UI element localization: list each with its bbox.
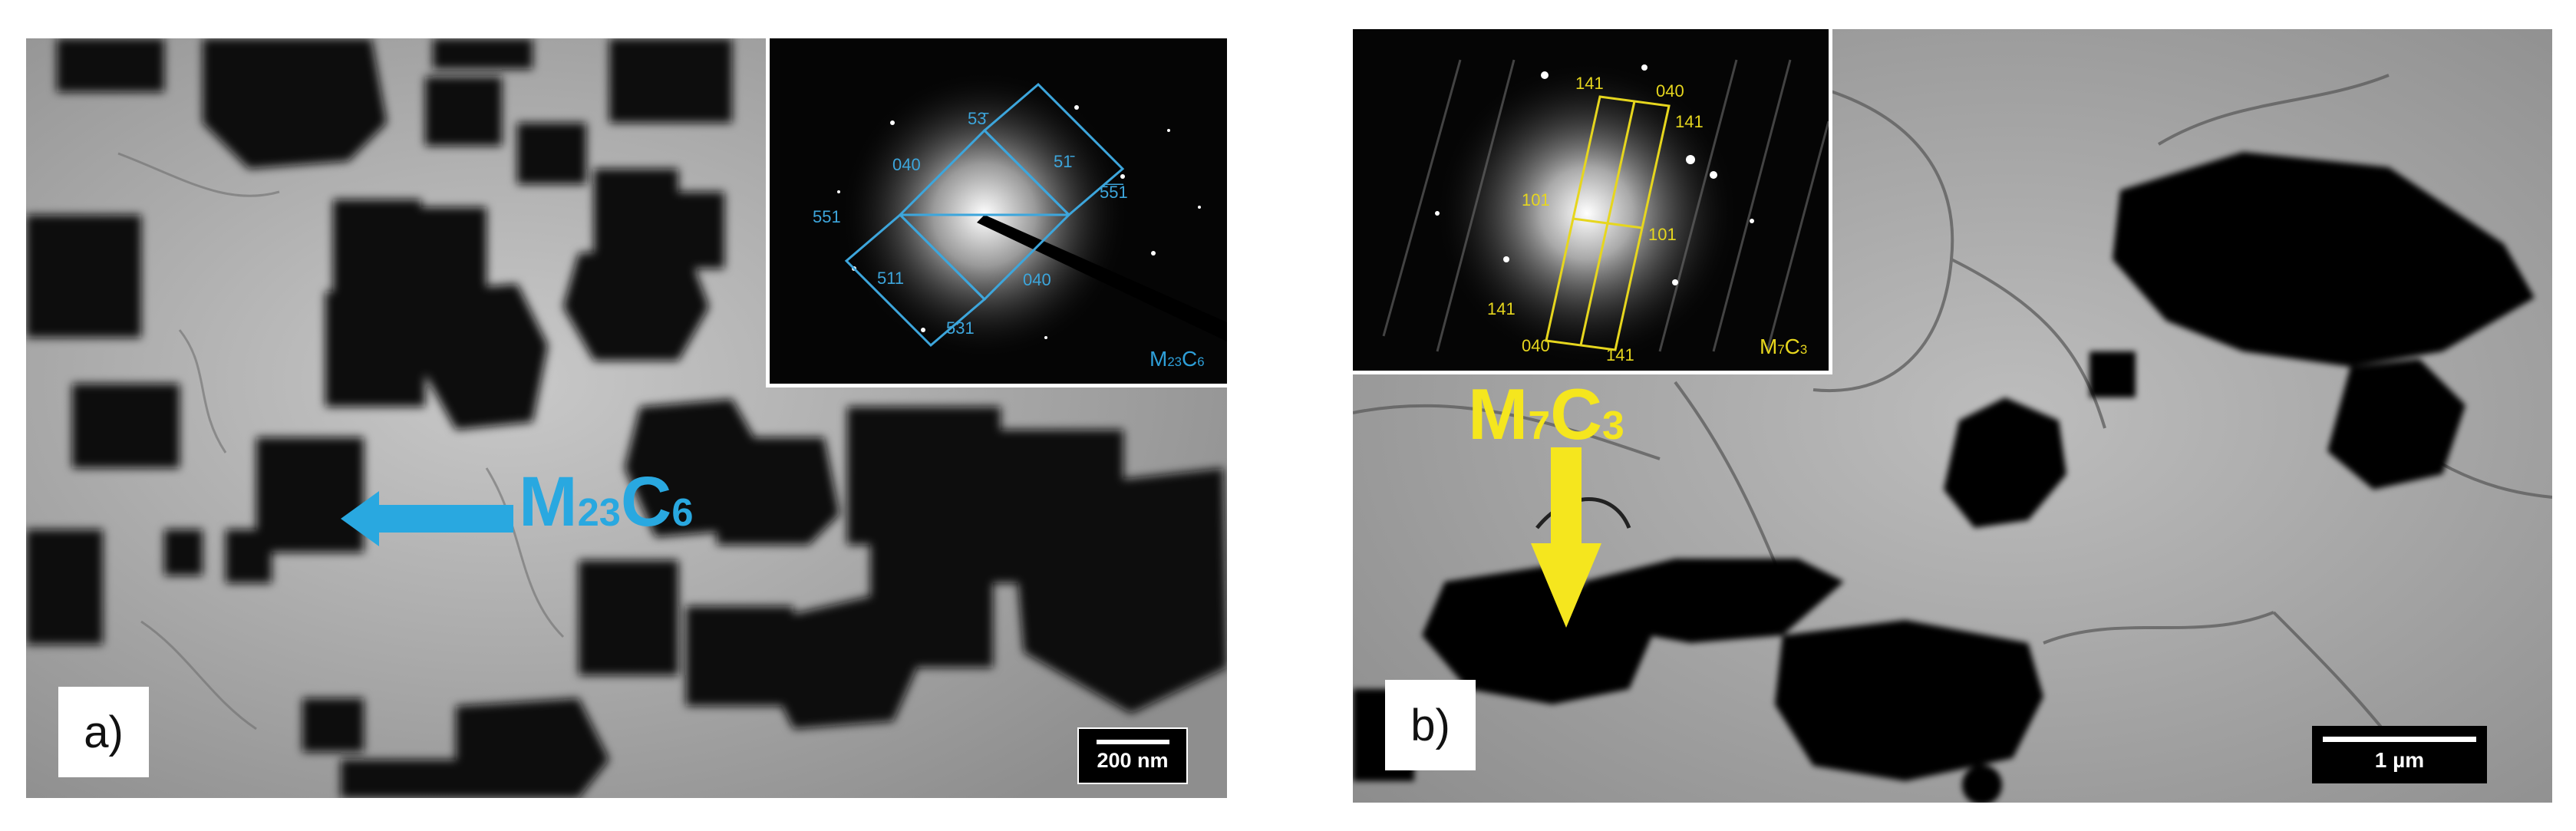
tem-panel-b: 141 040 141 101 101 141 040 141 M7C3 M7C… (1353, 29, 2552, 803)
index-label: 141 (1675, 112, 1704, 131)
index-label: 141 (1575, 74, 1604, 93)
scalebar-line (1096, 739, 1169, 744)
panel-label-a: a) (58, 687, 149, 777)
tem-panel-a: 53̄̄ 040 51̄̄ 551 5̅5̅̅1 511 040 531 M23… (26, 38, 1227, 798)
phase-label-b: M7C3 (1468, 374, 1624, 454)
index-label: 040 (892, 155, 921, 174)
scalebar-b: 1 µm (2312, 726, 2487, 783)
phase-label-a: M23C6 (519, 463, 694, 541)
index-label: 531 (946, 318, 975, 338)
index-label: 101 (1648, 225, 1677, 244)
inset-phase-tag-a: M23C6 (1149, 347, 1205, 371)
scalebar-text: 200 nm (1097, 748, 1169, 772)
tem-micrograph-b (1353, 29, 2552, 803)
diffraction-inset-a: 53̄̄ 040 51̄̄ 551 5̅5̅̅1 511 040 531 M23… (766, 38, 1227, 387)
scalebar-a: 200 nm (1077, 727, 1188, 784)
inset-phase-tag-b: M7C3 (1760, 335, 1808, 358)
scalebar-text: 1 µm (2374, 748, 2425, 772)
index-label: 53̄̄ (968, 109, 988, 128)
index-label: 101 (1522, 190, 1550, 209)
diffraction-inset-b: 141 040 141 101 101 141 040 141 M7C3 (1353, 29, 1832, 374)
index-label: 51̄̄ (1054, 152, 1074, 171)
panel-label-b: b) (1385, 680, 1476, 770)
index-label: 141 (1487, 299, 1516, 318)
index-label: 551 (813, 207, 841, 226)
index-label: 040 (1522, 336, 1550, 355)
scalebar-line (2323, 737, 2476, 742)
index-label: 511 (877, 269, 904, 288)
index-label: 040 (1656, 81, 1684, 101)
arrow-b (1531, 447, 1601, 628)
index-label: 141 (1606, 345, 1634, 364)
arrow-a (341, 491, 513, 546)
index-label: 040 (1023, 270, 1051, 289)
index-label: 5̅5̅̅1 (1100, 183, 1128, 202)
